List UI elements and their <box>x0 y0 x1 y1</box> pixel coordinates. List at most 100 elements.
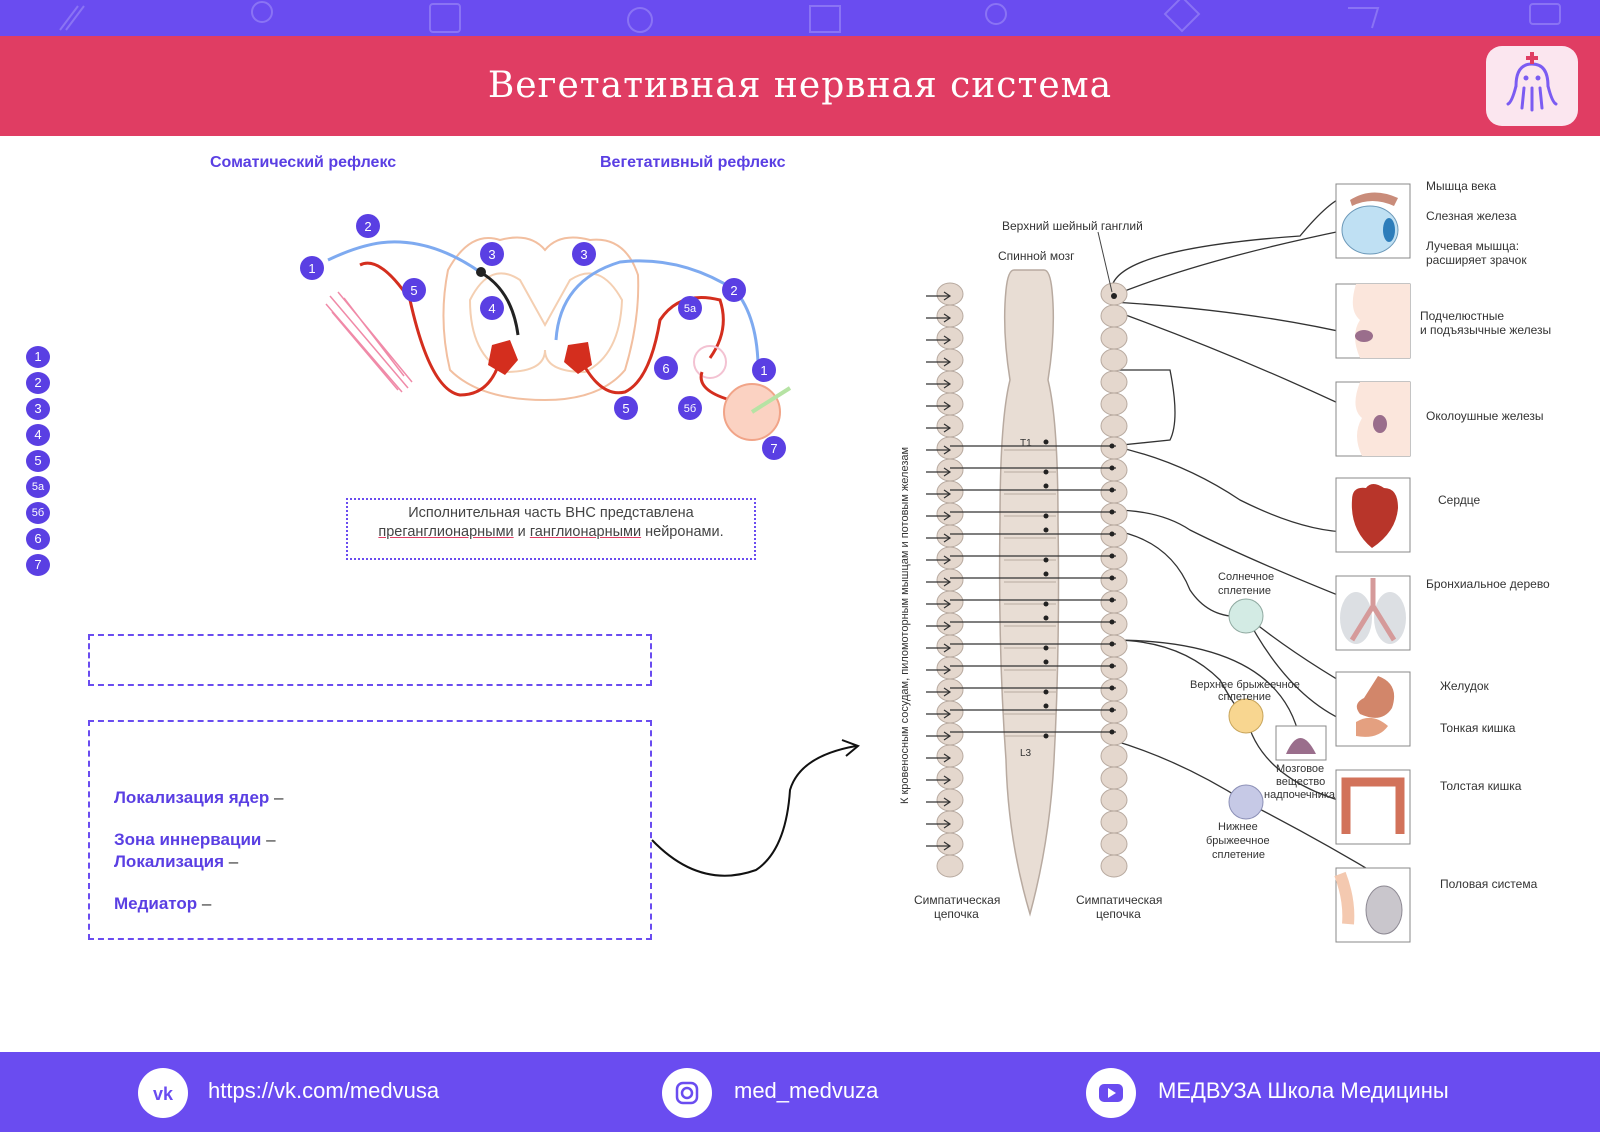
chain-ganglion-right <box>1100 546 1128 570</box>
chain-ganglion-left <box>936 810 964 834</box>
svg-text:5б: 5б <box>684 403 696 415</box>
muscle-fibers <box>325 291 413 393</box>
svg-text:3: 3 <box>580 247 587 262</box>
legend-item: 1 <box>26 346 50 368</box>
chain-ganglion-right <box>1100 678 1128 702</box>
neuron-dot <box>1043 483 1049 489</box>
chain-ganglion-left <box>936 634 964 658</box>
receptor <box>750 386 792 414</box>
sup-mes-label-1: Верхнее брыжеечное <box>1190 679 1300 691</box>
fiber-arrow <box>943 335 952 345</box>
postganglionic-fiber <box>1111 509 1351 601</box>
autonomic-ganglion <box>693 345 727 379</box>
chain-ganglion-left <box>936 612 964 636</box>
chain-ganglion-right <box>1100 854 1128 878</box>
fiber-arrow <box>943 819 952 829</box>
synapse-dot <box>1109 597 1115 603</box>
t1-label: T1 <box>1020 438 1032 449</box>
fiber-arrow <box>943 599 952 609</box>
fiber-arrow <box>943 643 952 653</box>
fiber-arrow <box>943 467 952 477</box>
organ-label: Подчелюстные <box>1420 309 1504 323</box>
neuron-dot <box>1043 601 1049 607</box>
chain-ganglion-right <box>1100 436 1128 460</box>
organ-heart <box>1335 477 1411 553</box>
organ-label: Околоушные железы <box>1426 409 1544 423</box>
legend-item: 5б <box>26 502 50 524</box>
organ-label: Слезная железа <box>1426 209 1517 223</box>
youtube-link[interactable]: МЕДВУЗА Школа Медицины <box>1158 1078 1449 1103</box>
chain-ganglion-right <box>1100 634 1128 658</box>
chain-ganglion-left <box>936 700 964 724</box>
fiber-arrow <box>943 621 952 631</box>
neuron-dot <box>1043 689 1049 695</box>
svg-text:1: 1 <box>308 261 315 276</box>
svg-text:1: 1 <box>760 363 767 378</box>
cross-circle-icon <box>627 7 653 33</box>
superior-mesenteric-plexus <box>1228 698 1264 734</box>
organ-parotid <box>1335 381 1411 457</box>
solar-plexus <box>1228 598 1264 634</box>
legend-item: 4 <box>26 424 50 446</box>
organ-label: Бронхиальное дерево <box>1426 577 1550 591</box>
autonomic-badges: 1 2 3 5 5а 5б 6 7 <box>572 242 786 460</box>
svg-text:2: 2 <box>730 283 737 298</box>
neuron-dot <box>1043 571 1049 577</box>
fiber-arrow <box>943 379 952 389</box>
vk-icon[interactable]: vk <box>138 1068 188 1118</box>
chain-ganglion-left <box>936 392 964 416</box>
svg-text:vk: vk <box>153 1084 174 1104</box>
synapse-dot <box>1109 487 1115 493</box>
legend-item: 3 <box>26 398 50 420</box>
answer-box-fields[interactable] <box>88 720 652 940</box>
header-bar: Вегетативная нервная система <box>0 36 1600 136</box>
chain-ganglion-left <box>936 524 964 548</box>
organ-label: Половая система <box>1440 877 1538 891</box>
fiber-arrow <box>943 445 952 455</box>
chain-ganglion-left <box>936 788 964 812</box>
chain-ganglion-right <box>1100 348 1128 372</box>
synapse-dot <box>1109 443 1115 449</box>
chain-ganglion-right <box>1100 414 1128 438</box>
neuron-dot <box>1043 469 1049 475</box>
chain-ganglion-right <box>1100 524 1128 548</box>
synapse-dot <box>1109 729 1115 735</box>
answer-box-empty[interactable] <box>88 634 652 686</box>
solar-plexus-label-2: сплетение <box>1218 585 1271 597</box>
note-term-preganglionic: преганглионарными <box>378 524 514 540</box>
chain-right-label-2: цепочка <box>1096 907 1141 921</box>
note-line2: преганглионарными и ганглионарными нейро… <box>348 523 754 542</box>
vk-link[interactable]: https://vk.com/medvusa <box>208 1078 440 1103</box>
instagram-link[interactable]: med_medvuza <box>734 1078 879 1103</box>
chain-ganglion-left <box>936 282 964 306</box>
field-innervation-zone: Зона иннервации – <box>114 830 276 849</box>
chain-ganglion-left <box>936 722 964 746</box>
reflex-diagram: 1 2 3 4 5 1 2 3 5 5а 5б 6 7 <box>300 214 792 460</box>
svg-text:5а: 5а <box>684 303 697 315</box>
vertical-vessels-label: К кровеносным сосудам, пиломоторным мышц… <box>899 447 911 804</box>
chain-ganglion-right <box>1100 568 1128 592</box>
fiber-arrow <box>943 753 952 763</box>
synapse-dot <box>1109 641 1115 647</box>
somatic-badges: 1 2 3 4 5 <box>300 214 504 320</box>
stretcher-icon <box>1348 7 1380 29</box>
instagram-icon[interactable] <box>662 1068 712 1118</box>
organ-reproductive <box>1334 867 1411 943</box>
fiber-arrow <box>943 731 952 741</box>
chain-ganglion-left <box>936 326 964 350</box>
postganglionic-fiber <box>1111 739 1247 803</box>
legend-item: 2 <box>26 372 50 394</box>
svg-text:5: 5 <box>410 283 417 298</box>
interneuron <box>479 270 520 336</box>
legend-item: 6 <box>26 528 50 550</box>
youtube-icon[interactable] <box>1086 1068 1136 1118</box>
synapse-dot <box>1109 509 1115 515</box>
fiber-arrow <box>943 797 952 807</box>
neuron-dot <box>1043 557 1049 563</box>
svg-text:5: 5 <box>622 401 629 416</box>
chain-ganglion-left <box>936 678 964 702</box>
chain-ganglion-left <box>936 766 964 790</box>
afferent-neuron-autonomic <box>554 259 760 381</box>
sympathetic-system-diagram: T1 L3 Спинной мозг Верхний шейный гангли… <box>899 179 1551 943</box>
solar-plexus-label-1: Солнечное <box>1218 571 1274 583</box>
